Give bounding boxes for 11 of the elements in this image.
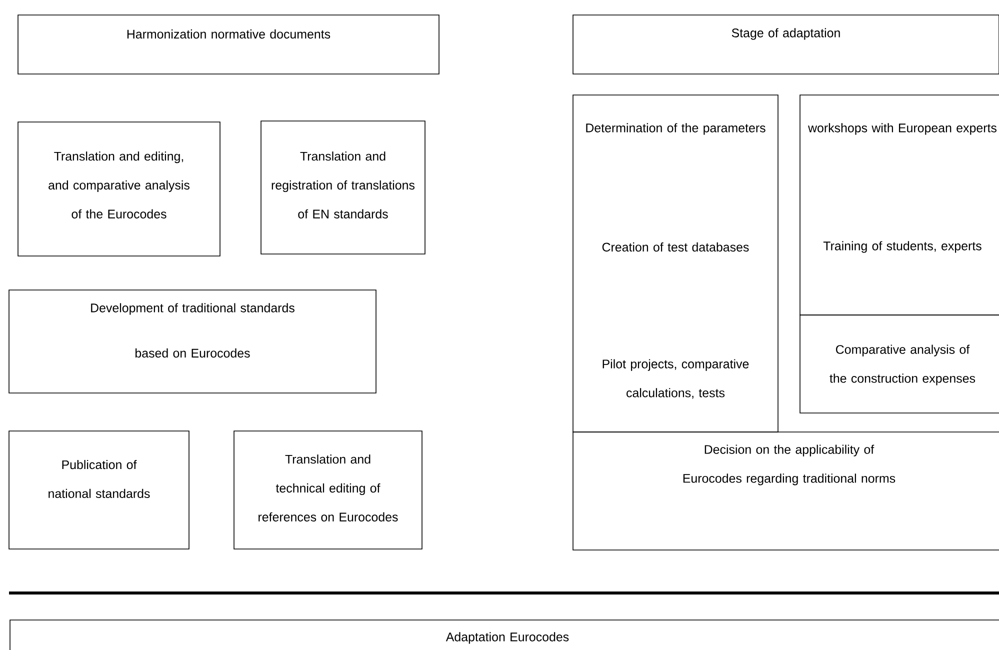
text-box: Publication of national standards bbox=[8, 430, 190, 550]
text-box: Translation and technical editing of references on Eurocodes bbox=[234, 430, 422, 550]
text-box: Adaptation Eurocodes bbox=[10, 620, 999, 650]
text-box: Decision on the applicability of Eurocodes regarding traditional norms bbox=[572, 432, 999, 550]
text-box: Translation and registration of translations of EN standards bbox=[260, 120, 426, 254]
text-box: Comparative analysis of the construction expenses bbox=[800, 314, 999, 414]
text-box: Translation and editing, and comparative analysis of the Eurocodes bbox=[18, 122, 220, 256]
text-box: Harmonization normative documents bbox=[18, 14, 440, 74]
text-box: Determination of the parameters Creation of test databases Pilot projects, comparative calculations, tests bbox=[572, 94, 778, 432]
text-box: Stage of adaptation bbox=[572, 14, 999, 74]
text-box: Development of traditional standards based on Eurocodes bbox=[8, 290, 376, 394]
